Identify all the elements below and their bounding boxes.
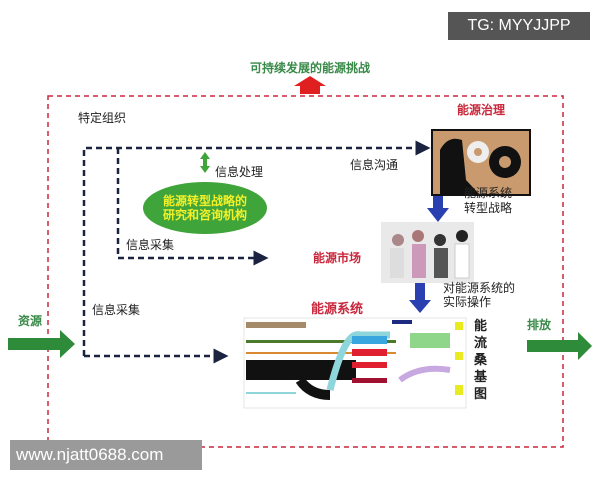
governance-image <box>431 129 531 196</box>
info-collect-label-2: 信息采集 <box>92 303 141 317</box>
info-comm-label: 信息沟通 <box>350 158 399 172</box>
governance-label: 能源治理 <box>457 103 506 117</box>
emissions-label: 排放 <box>527 318 552 332</box>
info-processing-label: 信息处理 <box>215 165 264 179</box>
operation-label: 对能源系统的实际操作 <box>443 281 516 309</box>
energy-system-label: 能源系统 <box>311 302 364 317</box>
sankey-label: 能流桑基图 <box>474 319 488 402</box>
diagram-title: 可持续发展的能源挑战 <box>250 61 371 75</box>
org-label: 特定组织 <box>78 111 127 125</box>
strategy-label: 能源系统转型战略 <box>464 186 513 215</box>
blue-arrow-2 <box>409 283 431 313</box>
market-photo <box>381 222 474 283</box>
double-arrow <box>200 152 210 173</box>
info-collect-label-1: 信息采集 <box>126 238 175 252</box>
think-tank-ellipse: 能源转型战略的研究和咨询机构 <box>143 182 267 234</box>
market-label: 能源市场 <box>313 251 362 265</box>
watermark-bottom: www.njatt0688.com <box>10 440 202 470</box>
info-collect-line-1 <box>116 148 269 266</box>
blue-arrow-1 <box>427 188 449 222</box>
up-arrow <box>294 76 326 94</box>
emission-arrow <box>527 332 592 360</box>
sankey-image <box>243 317 467 409</box>
think-tank-label: 能源转型战略的研究和咨询机构 <box>162 194 247 222</box>
watermark-top: TG: MYYJJPP <box>448 12 590 40</box>
resource-arrow <box>8 330 75 358</box>
resources-label: 资源 <box>18 314 43 328</box>
